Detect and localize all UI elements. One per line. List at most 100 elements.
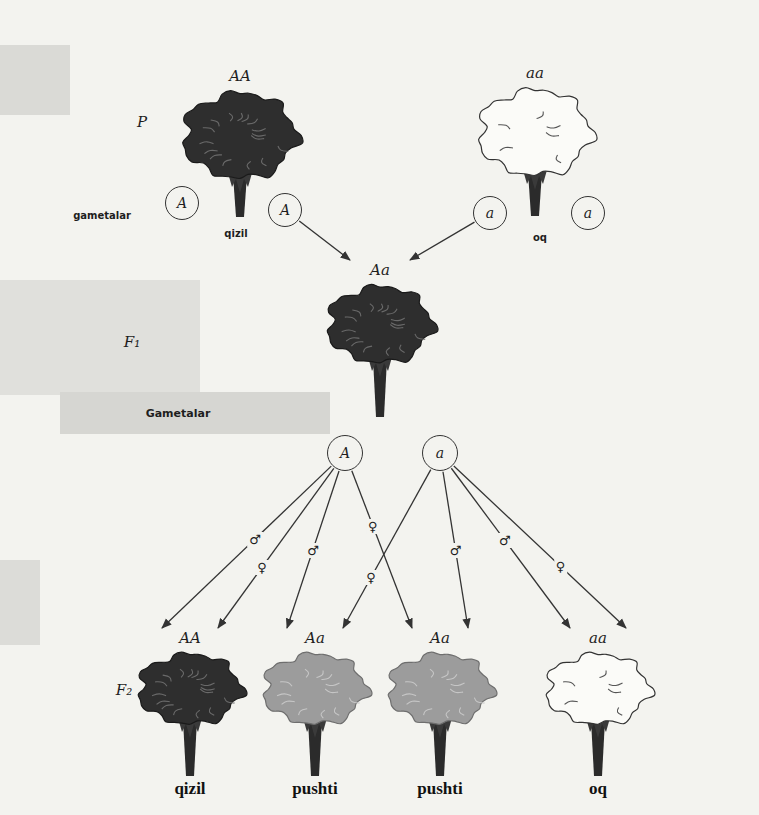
petal-line	[546, 133, 559, 137]
flower-head	[263, 652, 372, 724]
petal-line	[387, 309, 397, 314]
sex-symbol: ♂	[305, 543, 321, 558]
flower-figure: Aa	[319, 261, 441, 417]
flower-head	[183, 91, 303, 179]
row-caption: gametalar	[73, 210, 131, 221]
petal-line	[229, 113, 233, 121]
petal-line	[342, 330, 356, 332]
gamete-allele: a	[486, 206, 494, 220]
scan-blotch	[0, 560, 40, 645]
color-name: qizil	[224, 228, 247, 239]
petal-line	[196, 710, 200, 718]
inheritance-arrow	[287, 471, 339, 628]
petal-line	[210, 155, 222, 159]
petal-line	[247, 119, 257, 124]
petal-line	[609, 683, 623, 686]
petal-line	[430, 669, 434, 677]
petal-line	[201, 683, 215, 686]
flower-drawing	[538, 629, 658, 799]
color-name: pushti	[292, 776, 337, 799]
genotype-label: Aa	[430, 629, 450, 650]
petal-line	[223, 160, 232, 166]
petal-line	[252, 134, 266, 137]
petal-line	[498, 125, 510, 129]
gamete-allele: A	[340, 446, 350, 460]
petal-line	[162, 705, 174, 709]
petal-line	[391, 318, 405, 321]
petal-line	[402, 694, 416, 696]
petal-line	[316, 670, 323, 677]
petal-line	[451, 683, 465, 686]
petal-line	[617, 708, 622, 716]
petal-line	[326, 683, 340, 686]
label-holder: Gametalar	[146, 403, 211, 421]
sex-symbol-holder: ♀	[255, 558, 269, 576]
genotype-label: aa	[589, 629, 607, 650]
petal-line	[237, 113, 242, 121]
petal-line	[500, 147, 513, 150]
petal-line	[563, 682, 575, 686]
gamete-circle: a	[422, 435, 458, 471]
sex-symbol: ♀	[554, 559, 568, 574]
flower-figure: AAqizil	[130, 629, 250, 799]
petal-line	[565, 701, 578, 704]
petal-line	[203, 128, 215, 132]
flower-figure: aa	[470, 64, 600, 216]
petal-line	[415, 334, 425, 339]
sex-symbol-holder: ♀	[364, 568, 378, 586]
petal-line	[556, 155, 561, 163]
inheritance-arrow	[443, 472, 468, 628]
petal-line	[352, 310, 360, 316]
petal-line	[345, 317, 357, 321]
flower-head	[546, 652, 655, 724]
petal-line	[277, 694, 291, 696]
petal-line	[351, 342, 363, 346]
petal-line	[608, 689, 621, 693]
label-holder: oq	[533, 227, 547, 245]
gamete-circle: A	[327, 435, 363, 471]
flower-figure: aa oq	[538, 629, 658, 799]
color-name: oq	[589, 776, 607, 799]
sex-symbol: ♀	[364, 570, 378, 585]
inheritance-arrow	[454, 466, 626, 628]
label-holder: F₁	[124, 333, 140, 351]
petal-line	[200, 142, 214, 144]
petal-line	[305, 669, 309, 677]
flower-drawing	[255, 629, 375, 799]
sex-symbol: ♂	[247, 532, 263, 547]
inheritance-arrow	[299, 221, 350, 260]
scan-blotch	[0, 280, 200, 395]
color-name: pushti	[417, 776, 462, 799]
label-holder: gametalar	[73, 205, 131, 223]
petal-line	[325, 689, 338, 693]
petal-line	[321, 674, 331, 679]
petal-line	[405, 682, 417, 686]
petal-line	[450, 689, 463, 693]
generation-mark: F₁	[124, 333, 140, 351]
inheritance-arrow	[218, 468, 334, 628]
label-holder: F₂	[116, 681, 132, 699]
flower-figure: Aapushti	[255, 629, 375, 799]
flower-figure: Aa pushti	[380, 629, 500, 799]
petal-line	[152, 694, 166, 696]
petal-line	[201, 687, 215, 690]
inheritance-arrow	[451, 468, 570, 628]
sex-symbol: ♂	[497, 533, 513, 548]
flower-drawing	[130, 629, 250, 799]
gamete-circle: A	[165, 186, 199, 220]
label-holder: P	[137, 113, 147, 131]
petal-line	[599, 670, 606, 677]
petal-line	[155, 682, 167, 686]
petal-line	[459, 708, 464, 716]
label-holder: qizil	[224, 223, 247, 241]
gamete-circle: a	[473, 196, 507, 230]
petal-line	[224, 698, 234, 703]
petal-line	[441, 670, 448, 677]
flower-head	[479, 88, 597, 176]
genotype-label: aa	[526, 64, 544, 85]
sex-symbol-holder: ♂	[305, 541, 321, 559]
row-caption: Gametalar	[146, 407, 211, 420]
color-name: oq	[533, 232, 547, 243]
gamete-allele: a	[584, 206, 592, 220]
petal-line	[196, 674, 206, 679]
